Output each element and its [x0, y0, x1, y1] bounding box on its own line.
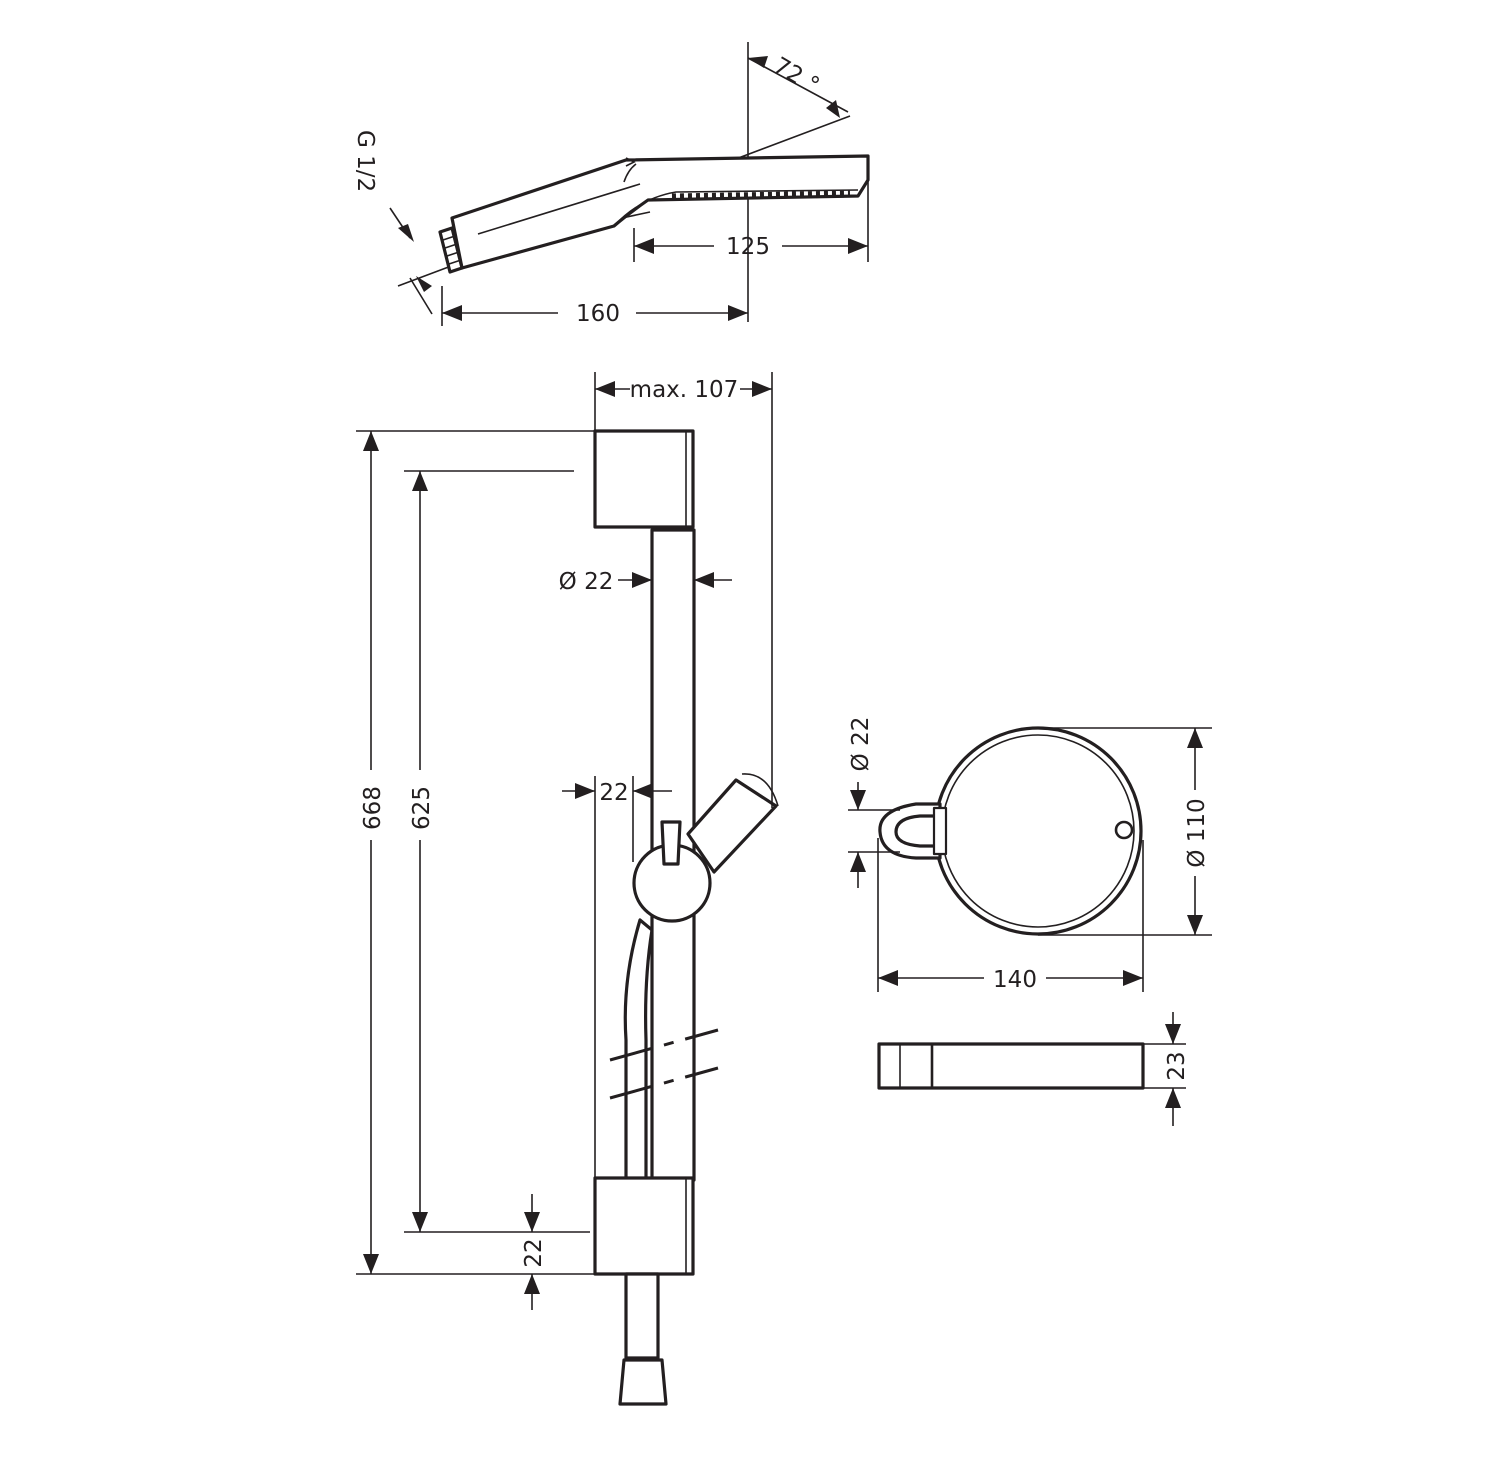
handle-length-label: 160: [576, 301, 620, 327]
hose-lower: [624, 1272, 660, 1360]
handle-arrow-left: [442, 305, 462, 321]
shelf-diameter-arrow-top: [1187, 728, 1203, 748]
angle-label: 72 °: [769, 53, 824, 100]
rail-diameter-arrow-left: [632, 572, 652, 588]
height-arrow-top: [363, 431, 379, 451]
slider-offset-arrow-right: [633, 783, 653, 799]
shelf-drain-hole: [1114, 820, 1134, 840]
bottom-offset-arrow-top: [524, 1212, 540, 1232]
shelf-thickness-arrow-bottom: [1165, 1088, 1181, 1108]
clip-diameter-arrow-top: [850, 790, 866, 810]
total-height-label: 668: [360, 786, 386, 830]
rail-clip: [878, 802, 942, 860]
thread-label: G 1/2: [352, 130, 378, 192]
clip-connector: [932, 806, 948, 856]
handle-arrow-right: [728, 305, 748, 321]
face-arrow-left: [634, 238, 654, 254]
hand-shower-handle: [450, 154, 870, 270]
face-length-label: 125: [726, 234, 770, 260]
clip-diameter-arrow-bottom: [850, 852, 866, 872]
shelf-side-view: 23: [877, 1012, 1190, 1126]
slider-holder-arm: [686, 778, 778, 874]
fixing-arrow-bottom: [412, 1212, 428, 1232]
bottom-offset-label: 22: [521, 1238, 547, 1267]
shelf-thickness-label: 23: [1164, 1051, 1190, 1080]
hose-connector-nut: [618, 1358, 668, 1406]
bottom-offset-arrow-bottom: [524, 1274, 540, 1294]
rail-diameter-label: Ø 22: [559, 569, 614, 595]
hand-shower-view: 72 ° G 1/2 125 160: [352, 42, 870, 327]
face-arrow-right: [848, 238, 868, 254]
shelf-top-view: Ø 110 Ø 22 140: [848, 717, 1212, 993]
projection-arrow-left: [595, 381, 615, 397]
shelf-width-label: 140: [993, 967, 1037, 993]
fixing-distance-label: 625: [409, 786, 435, 830]
shelf-diameter-arrow-bottom: [1187, 915, 1203, 935]
thread-arrow-top: [398, 224, 414, 242]
shelf-width-arrow-right: [1123, 970, 1143, 986]
shelf-width-arrow-left: [878, 970, 898, 986]
max-projection-label: max. 107: [630, 377, 739, 403]
clip-diameter-label: Ø 22: [848, 717, 874, 772]
shelf-side-body: [877, 1042, 1145, 1090]
fixing-arrow-top: [412, 471, 428, 491]
slider-offset-arrow-left: [575, 783, 595, 799]
rail-break-mark-upper: [609, 1028, 719, 1062]
angle-arrow-right: [826, 100, 840, 118]
hand-shower-spray-face: [613, 189, 859, 227]
shelf-ring: [933, 726, 1143, 936]
spray-nozzles: [671, 190, 851, 201]
projection-arrow-right: [752, 381, 772, 397]
slider-lever: [660, 820, 682, 866]
rail-break-mark-lower: [609, 1066, 719, 1100]
height-arrow-bottom: [363, 1254, 379, 1274]
top-wall-bracket: [593, 429, 695, 529]
angle-arrow-left: [748, 56, 768, 68]
shower-rail-view: max. 107 Ø 22 668 625 22: [356, 372, 779, 1406]
shelf-thickness-arrow-top: [1165, 1024, 1181, 1044]
slider-offset-label: 22: [599, 780, 628, 806]
shelf-diameter-label: Ø 110: [1184, 798, 1210, 867]
rail-diameter-arrow-right: [694, 572, 714, 588]
thread-arrow-bottom: [416, 276, 432, 292]
bottom-wall-bracket: [593, 1176, 695, 1276]
